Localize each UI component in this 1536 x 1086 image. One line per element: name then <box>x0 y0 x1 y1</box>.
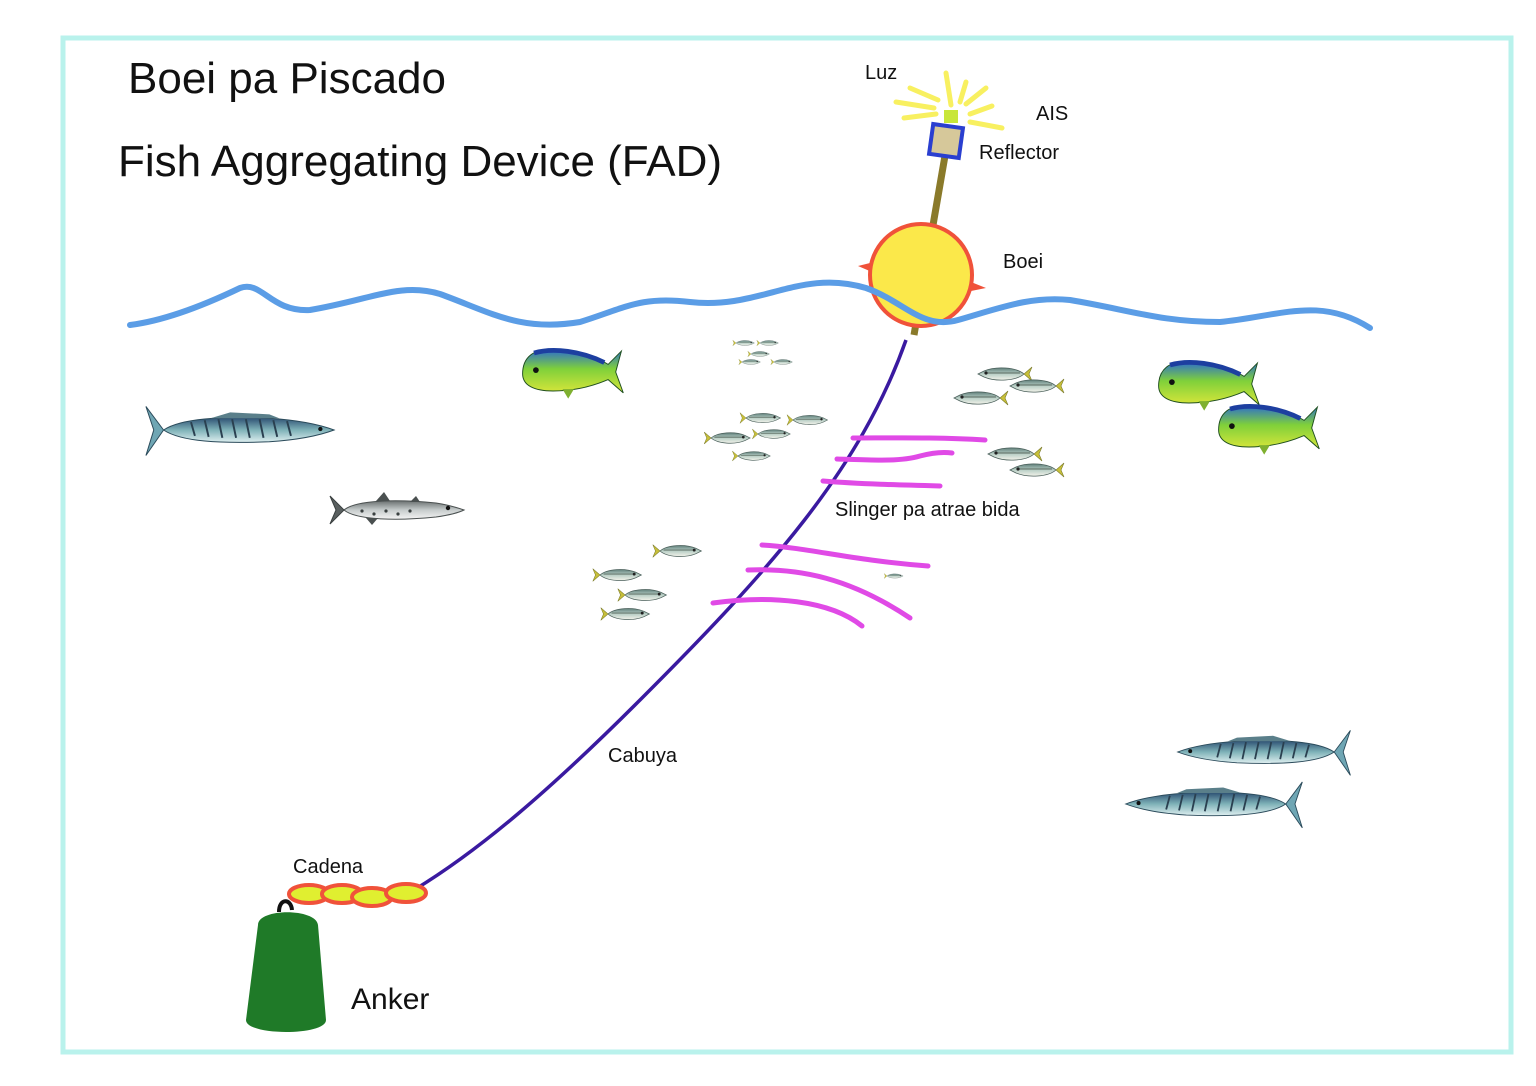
label-buoy: Boei <box>1003 251 1043 273</box>
scad-school-right <box>953 366 1065 478</box>
water-surface <box>127 279 1373 331</box>
reflector-box <box>926 121 966 161</box>
buoy <box>858 222 986 328</box>
label-anchor: Anker <box>351 983 429 1016</box>
wahoo-fish <box>144 405 336 457</box>
attractor-strands-upper <box>820 435 988 489</box>
label-chain: Cadena <box>293 856 364 878</box>
diagram-frame <box>60 35 1514 1055</box>
mooring-rope <box>413 339 908 892</box>
wahoo-fish <box>1176 729 1352 777</box>
scad-school-near-buoy <box>732 340 793 365</box>
scad-school-mid <box>703 412 828 462</box>
title-english: Fish Aggregating Device (FAD) <box>118 137 722 186</box>
label-rope: Cabuya <box>608 745 678 767</box>
anchor <box>246 899 326 1032</box>
label-attractors: Slinger pa atrae bida <box>835 499 1020 521</box>
title-local: Boei pa Piscado <box>128 54 446 103</box>
chain <box>287 882 428 908</box>
mahi-mahi-fish <box>1219 405 1320 454</box>
mahi-mahi-fish <box>523 349 624 398</box>
label-ais: AIS <box>1036 103 1068 125</box>
ais-unit <box>944 110 958 123</box>
label-reflector: Reflector <box>979 142 1059 164</box>
barracuda-fish <box>329 491 465 526</box>
light-rays <box>893 70 1005 131</box>
mahi-mahi-fish <box>1159 361 1260 410</box>
label-light: Luz <box>865 62 897 84</box>
wahoo-fish <box>1124 780 1304 829</box>
attractor-strands-lower <box>710 542 931 629</box>
